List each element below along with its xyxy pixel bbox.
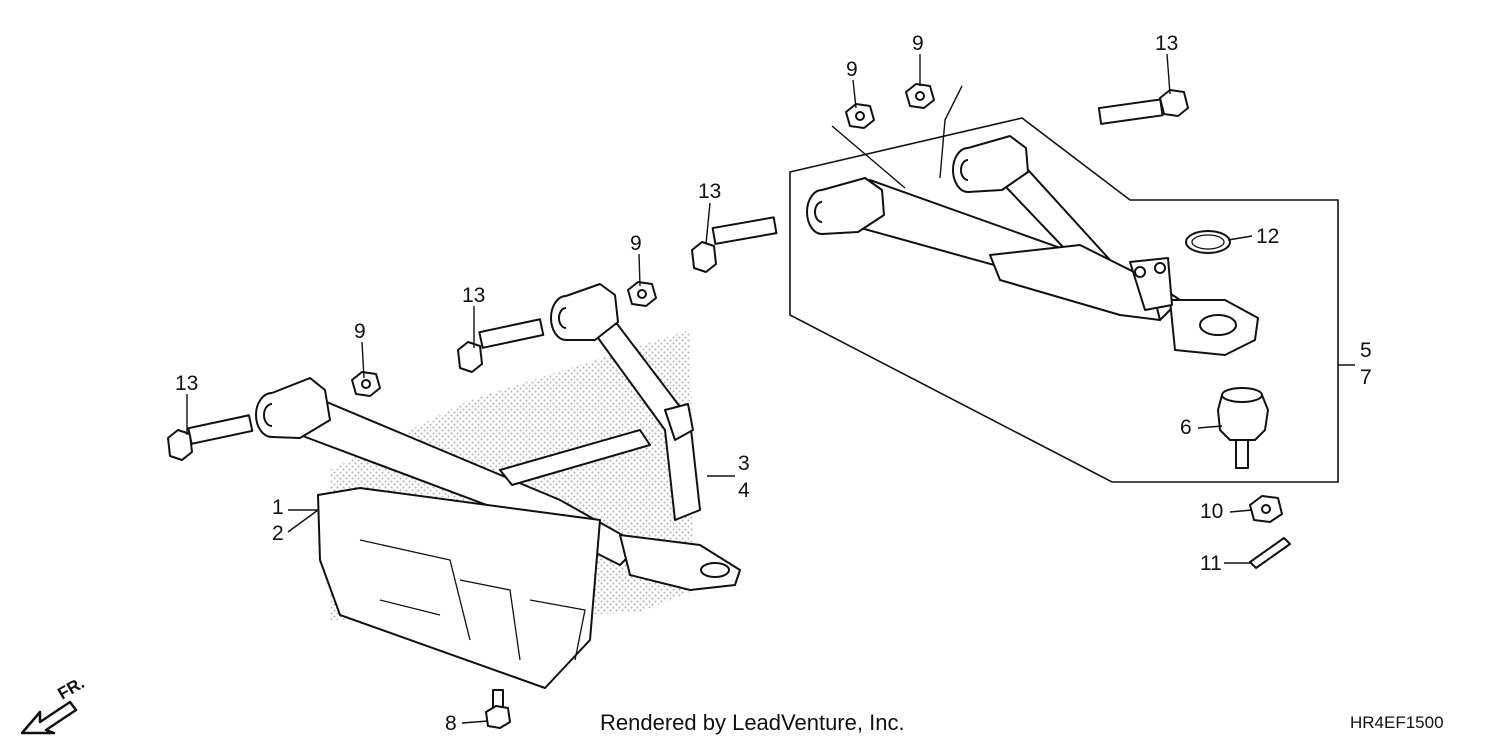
- callout-13-upper-right: 13: [1155, 32, 1178, 55]
- callout-9-lower-mid: 9: [630, 232, 642, 255]
- bolt-8: [485, 689, 511, 729]
- nut-9-lower-left: [351, 371, 381, 397]
- callout-4: 4: [738, 479, 750, 502]
- callout-12: 12: [1256, 225, 1279, 248]
- callout-13-lower-mid: 13: [462, 284, 485, 307]
- callout-13-lower-left: 13: [175, 372, 198, 395]
- callout-10: 10: [1200, 500, 1223, 523]
- callout-9-upper-right: 9: [912, 32, 924, 55]
- callout-2: 2: [272, 522, 284, 545]
- leader-lines: [186, 53, 1253, 724]
- nut-9-upper-right: [905, 83, 935, 109]
- cotter-pin-11: [1249, 537, 1291, 569]
- nut-9-upper-left: [845, 103, 875, 129]
- callout-9-lower-left: 9: [354, 320, 366, 343]
- bolt-13-upper-left: [691, 216, 778, 273]
- callout-3: 3: [738, 452, 750, 475]
- footer-credit: Rendered by LeadVenture, Inc.: [600, 710, 905, 735]
- front-direction-arrow-icon: [20, 700, 78, 735]
- ball-joint-6: [1217, 387, 1269, 469]
- skid-plate: [317, 487, 601, 689]
- callout-1: 1: [272, 496, 284, 519]
- upper-arm-bracket: [789, 117, 1339, 483]
- nut-9-lower-mid: [627, 281, 657, 307]
- front-upper-arm: [806, 135, 1259, 356]
- bolt-13-upper-right: [1097, 89, 1189, 125]
- bolt-13-lower-mid: [457, 318, 545, 373]
- direction-label: FR.: [55, 673, 88, 703]
- callout-9-upper-left: 9: [846, 58, 858, 81]
- bolt-13-lower-left: [167, 414, 254, 461]
- nut-10: [1249, 495, 1283, 523]
- callout-11: 11: [1200, 552, 1222, 575]
- callout-7: 7: [1360, 366, 1372, 389]
- callout-13-upper-left: 13: [698, 180, 721, 203]
- callout-5: 5: [1360, 339, 1372, 362]
- callout-8: 8: [445, 712, 457, 735]
- callout-6: 6: [1180, 416, 1192, 439]
- diagram-code: HR4EF1500: [1350, 713, 1444, 732]
